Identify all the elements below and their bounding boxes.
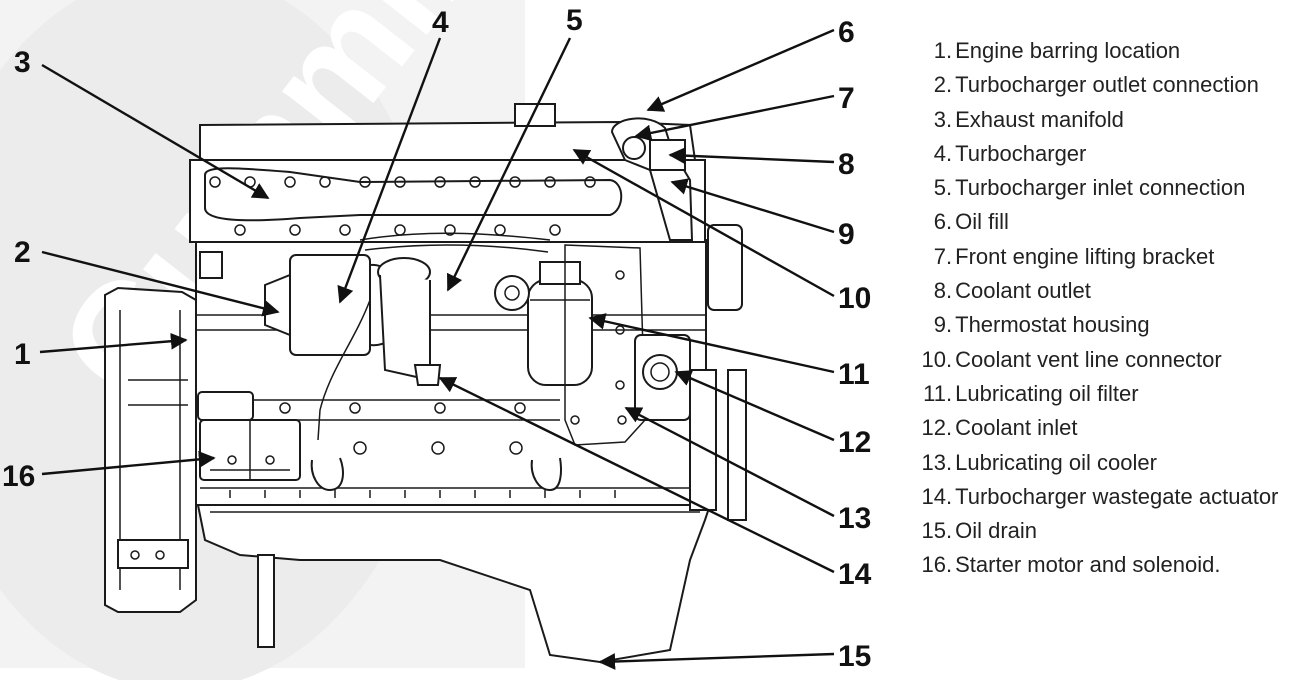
legend-number: 14 xyxy=(921,483,946,509)
leader-14 xyxy=(438,376,835,574)
legend-number: 6 xyxy=(933,209,946,235)
callout-number-14: 14 xyxy=(838,558,872,591)
legend-label: Oil drain xyxy=(955,518,1038,544)
callout-leaders xyxy=(39,28,835,670)
starter-motor xyxy=(197,391,301,481)
leader-13 xyxy=(624,406,835,518)
callout-number-11: 11 xyxy=(838,358,870,391)
legend-number: 15 xyxy=(921,518,946,544)
legend-number: 2 xyxy=(933,72,946,98)
legend-item: 14.Turbocharger wastegate actuator xyxy=(902,480,1279,514)
legend-number: 8 xyxy=(933,278,946,304)
leader-10 xyxy=(572,148,835,298)
callout-number-3: 3 xyxy=(14,46,31,79)
parts-legend: 1.Engine barring location 2.Turbocharger… xyxy=(902,34,1279,583)
leader-8 xyxy=(668,147,835,165)
leader-6 xyxy=(646,28,835,112)
callout-number-8: 8 xyxy=(838,148,855,181)
turbocharger xyxy=(264,254,442,441)
legend-item: 5.Turbocharger inlet connection xyxy=(902,171,1278,205)
legend-number: 4 xyxy=(933,140,946,166)
coolant-inlet xyxy=(634,334,691,421)
legend-item: 9.Thermostat housing xyxy=(902,308,1278,342)
legend-item: 7.Front engine lifting bracket xyxy=(902,240,1278,274)
leader-9 xyxy=(670,178,835,234)
legend-number: 9 xyxy=(933,312,946,338)
legend-label: Coolant inlet xyxy=(955,415,1078,441)
legend-item: 16.Starter motor and solenoid. xyxy=(902,548,1278,582)
legend-label: Lubricating oil filter xyxy=(955,380,1139,406)
legend-number: 10 xyxy=(921,346,946,372)
legend-item: 6.Oil fill xyxy=(902,205,1278,239)
legend-number: 13 xyxy=(921,449,946,475)
legend-item: 15.Oil drain xyxy=(902,514,1278,548)
legend-label: Front engine lifting bracket xyxy=(955,243,1215,269)
legend-item: 12.Coolant inlet xyxy=(902,411,1278,445)
legend-item: 10.Coolant vent line connector xyxy=(902,343,1278,377)
callout-numbers: 1 2 3 4 5 6 7 8 9 10 11 12 13 14 15 16 xyxy=(2,4,872,673)
flywheel-housing xyxy=(104,286,197,613)
leader-2 xyxy=(41,250,280,317)
oil-cooler xyxy=(564,244,646,446)
legend-item: 1.Engine barring location xyxy=(902,34,1278,68)
leader-5 xyxy=(446,37,572,292)
legend-number: 3 xyxy=(933,106,946,132)
leader-15 xyxy=(598,652,835,670)
legend-item: 3.Exhaust manifold xyxy=(902,103,1278,137)
legend-number: 5 xyxy=(933,175,946,201)
oil-pan xyxy=(196,504,712,664)
legend-label: Thermostat housing xyxy=(955,312,1150,338)
callout-number-1: 1 xyxy=(14,338,31,371)
callout-number-16: 16 xyxy=(2,460,35,493)
callout-number-12: 12 xyxy=(838,426,871,459)
leader-16 xyxy=(41,451,216,476)
engine-diagram: Cummins ® xyxy=(0,0,872,680)
callout-number-13: 13 xyxy=(838,502,871,535)
legend-label: Turbocharger xyxy=(955,140,1087,166)
callout-number-6: 6 xyxy=(838,16,855,49)
callout-number-5: 5 xyxy=(566,4,583,37)
legend-item: 13.Lubricating oil cooler xyxy=(902,446,1278,480)
leader-4 xyxy=(337,37,442,304)
oil-filter xyxy=(527,261,593,386)
legend-number: 12 xyxy=(921,415,946,441)
callout-number-2: 2 xyxy=(14,236,31,269)
callout-number-9: 9 xyxy=(838,218,855,251)
callout-number-10: 10 xyxy=(838,282,871,315)
legend-item: 2.Turbocharger outlet connection xyxy=(902,68,1278,102)
legend-label: Turbocharger inlet connection xyxy=(955,175,1246,201)
leader-3 xyxy=(41,63,270,200)
legend-label: Lubricating oil cooler xyxy=(955,449,1157,475)
legend-label: Turbocharger outlet connection xyxy=(955,72,1259,98)
exhaust-manifold xyxy=(204,167,623,222)
legend-item: 11.Lubricating oil filter xyxy=(902,377,1278,411)
legend-label: Engine barring location xyxy=(955,38,1181,63)
legend-label: Oil fill xyxy=(955,209,1009,235)
legend-number: 11 xyxy=(923,380,946,406)
leader-12 xyxy=(674,370,835,442)
legend-label: Coolant vent line connector xyxy=(955,346,1222,372)
callout-number-4: 4 xyxy=(432,6,449,39)
legend-item: 8.Coolant outlet xyxy=(902,274,1278,308)
legend-label: Turbocharger wastegate actuator xyxy=(955,483,1279,509)
callout-number-15: 15 xyxy=(838,640,871,673)
legend-number: 16 xyxy=(921,552,946,578)
legend-label: Exhaust manifold xyxy=(955,106,1124,132)
leader-11 xyxy=(588,313,835,374)
leader-7 xyxy=(634,94,835,142)
leader-1 xyxy=(39,332,188,354)
legend-label: Starter motor and solenoid. xyxy=(955,552,1221,578)
legend-label: Coolant outlet xyxy=(955,278,1091,304)
legend-number: 7 xyxy=(933,243,946,269)
callout-number-7: 7 xyxy=(838,82,855,115)
legend-item: 4.Turbocharger xyxy=(902,137,1278,171)
legend-number: 1 xyxy=(933,38,946,63)
